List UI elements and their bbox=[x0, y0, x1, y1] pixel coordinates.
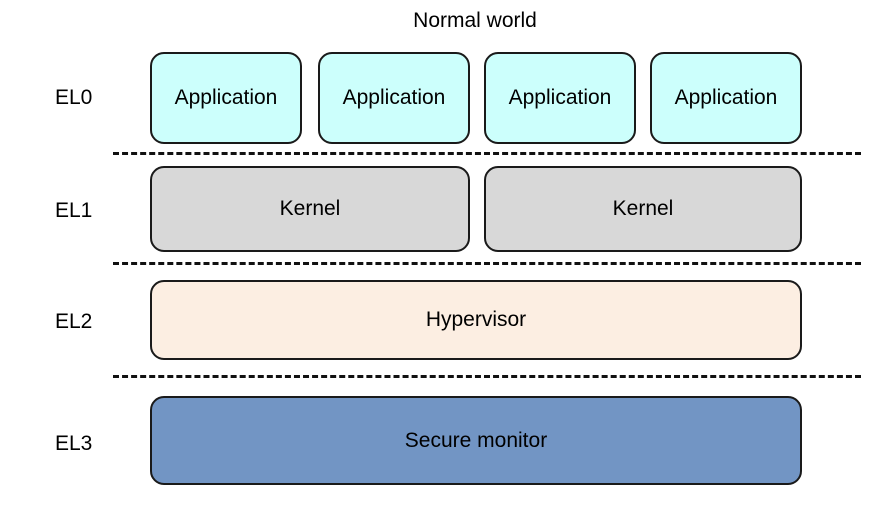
secure-monitor-box[interactable]: Secure monitor bbox=[150, 396, 802, 485]
exception-level-label-el3: EL3 bbox=[55, 432, 93, 455]
application-box-2[interactable]: Application bbox=[318, 52, 470, 144]
application-box-3[interactable]: Application bbox=[484, 52, 636, 144]
exception-level-label-el2: EL2 bbox=[55, 310, 93, 333]
kernel-box-1-label: Kernel bbox=[279, 197, 341, 220]
application-box-1-label: Application bbox=[174, 86, 278, 109]
kernel-box-1[interactable]: Kernel bbox=[150, 166, 470, 252]
diagram-title: Normal world bbox=[413, 9, 537, 32]
application-box-3-label: Application bbox=[508, 86, 612, 109]
divider-el2-el3 bbox=[113, 375, 861, 378]
kernel-box-2[interactable]: Kernel bbox=[484, 166, 802, 252]
hypervisor-box-label: Hypervisor bbox=[425, 308, 527, 331]
exception-level-label-el0: EL0 bbox=[55, 86, 93, 109]
application-box-4[interactable]: Application bbox=[650, 52, 802, 144]
kernel-box-2-label: Kernel bbox=[612, 197, 674, 220]
application-box-1[interactable]: Application bbox=[150, 52, 302, 144]
divider-el1-el2 bbox=[113, 262, 861, 265]
divider-el0-el1 bbox=[113, 152, 861, 155]
secure-monitor-box-label: Secure monitor bbox=[404, 428, 548, 452]
exception-level-label-el1: EL1 bbox=[55, 199, 93, 222]
hypervisor-box[interactable]: Hypervisor bbox=[150, 280, 802, 360]
application-box-4-label: Application bbox=[674, 86, 778, 109]
application-box-2-label: Application bbox=[342, 86, 446, 109]
